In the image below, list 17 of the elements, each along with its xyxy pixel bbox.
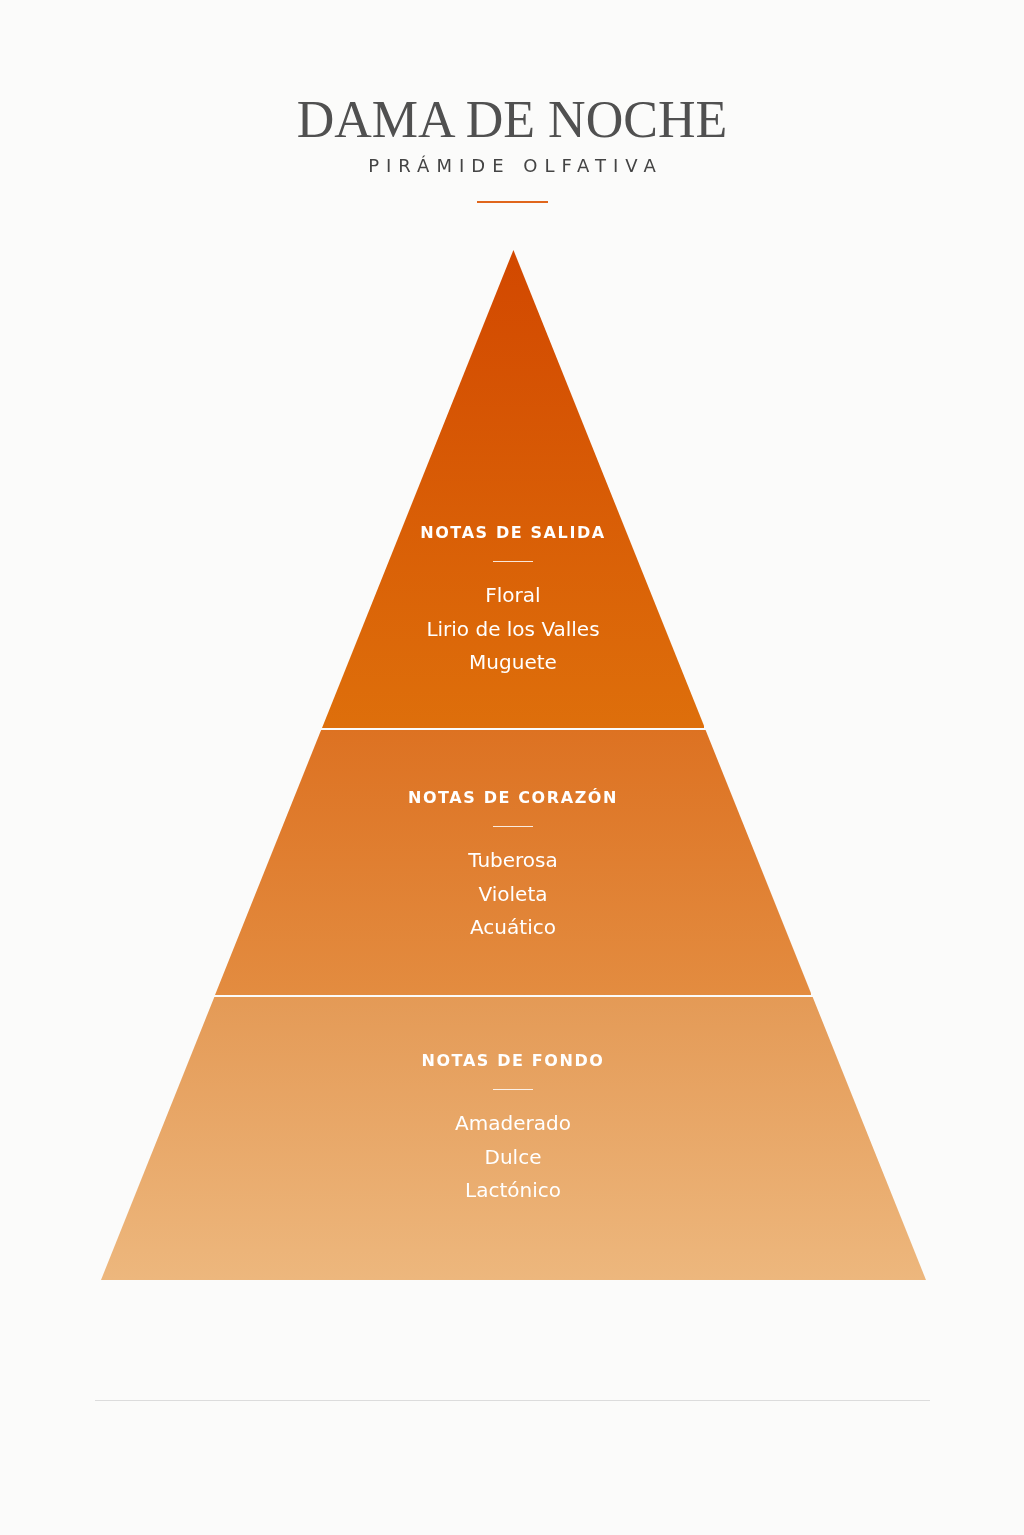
note-item: Violeta	[478, 880, 548, 908]
note-item: Amaderado	[455, 1110, 571, 1137]
tier-heading: NOTAS DE CORAZÓN	[407, 787, 619, 809]
note-item: Dulce	[484, 1143, 542, 1171]
note-item: Lirio de los Valles	[426, 615, 600, 643]
note-item: Lactónico	[465, 1177, 561, 1204]
note-item: Tuberosa	[468, 847, 558, 874]
note-item: Floral	[485, 582, 541, 609]
note-item: Muguete	[469, 649, 557, 676]
pyramid-tier	[214, 730, 812, 995]
pyramid-tier	[321, 250, 705, 728]
pyramid-tier	[100, 997, 926, 1280]
note-item: Acuático	[470, 914, 556, 941]
tier-heading: NOTAS DE FONDO	[421, 1050, 605, 1072]
tier-heading: NOTAS DE SALIDA	[420, 522, 606, 544]
subtitle: PIRÁMIDE OLFATIVA	[368, 154, 663, 178]
title: DAMA DE NOCHE	[296, 90, 728, 150]
